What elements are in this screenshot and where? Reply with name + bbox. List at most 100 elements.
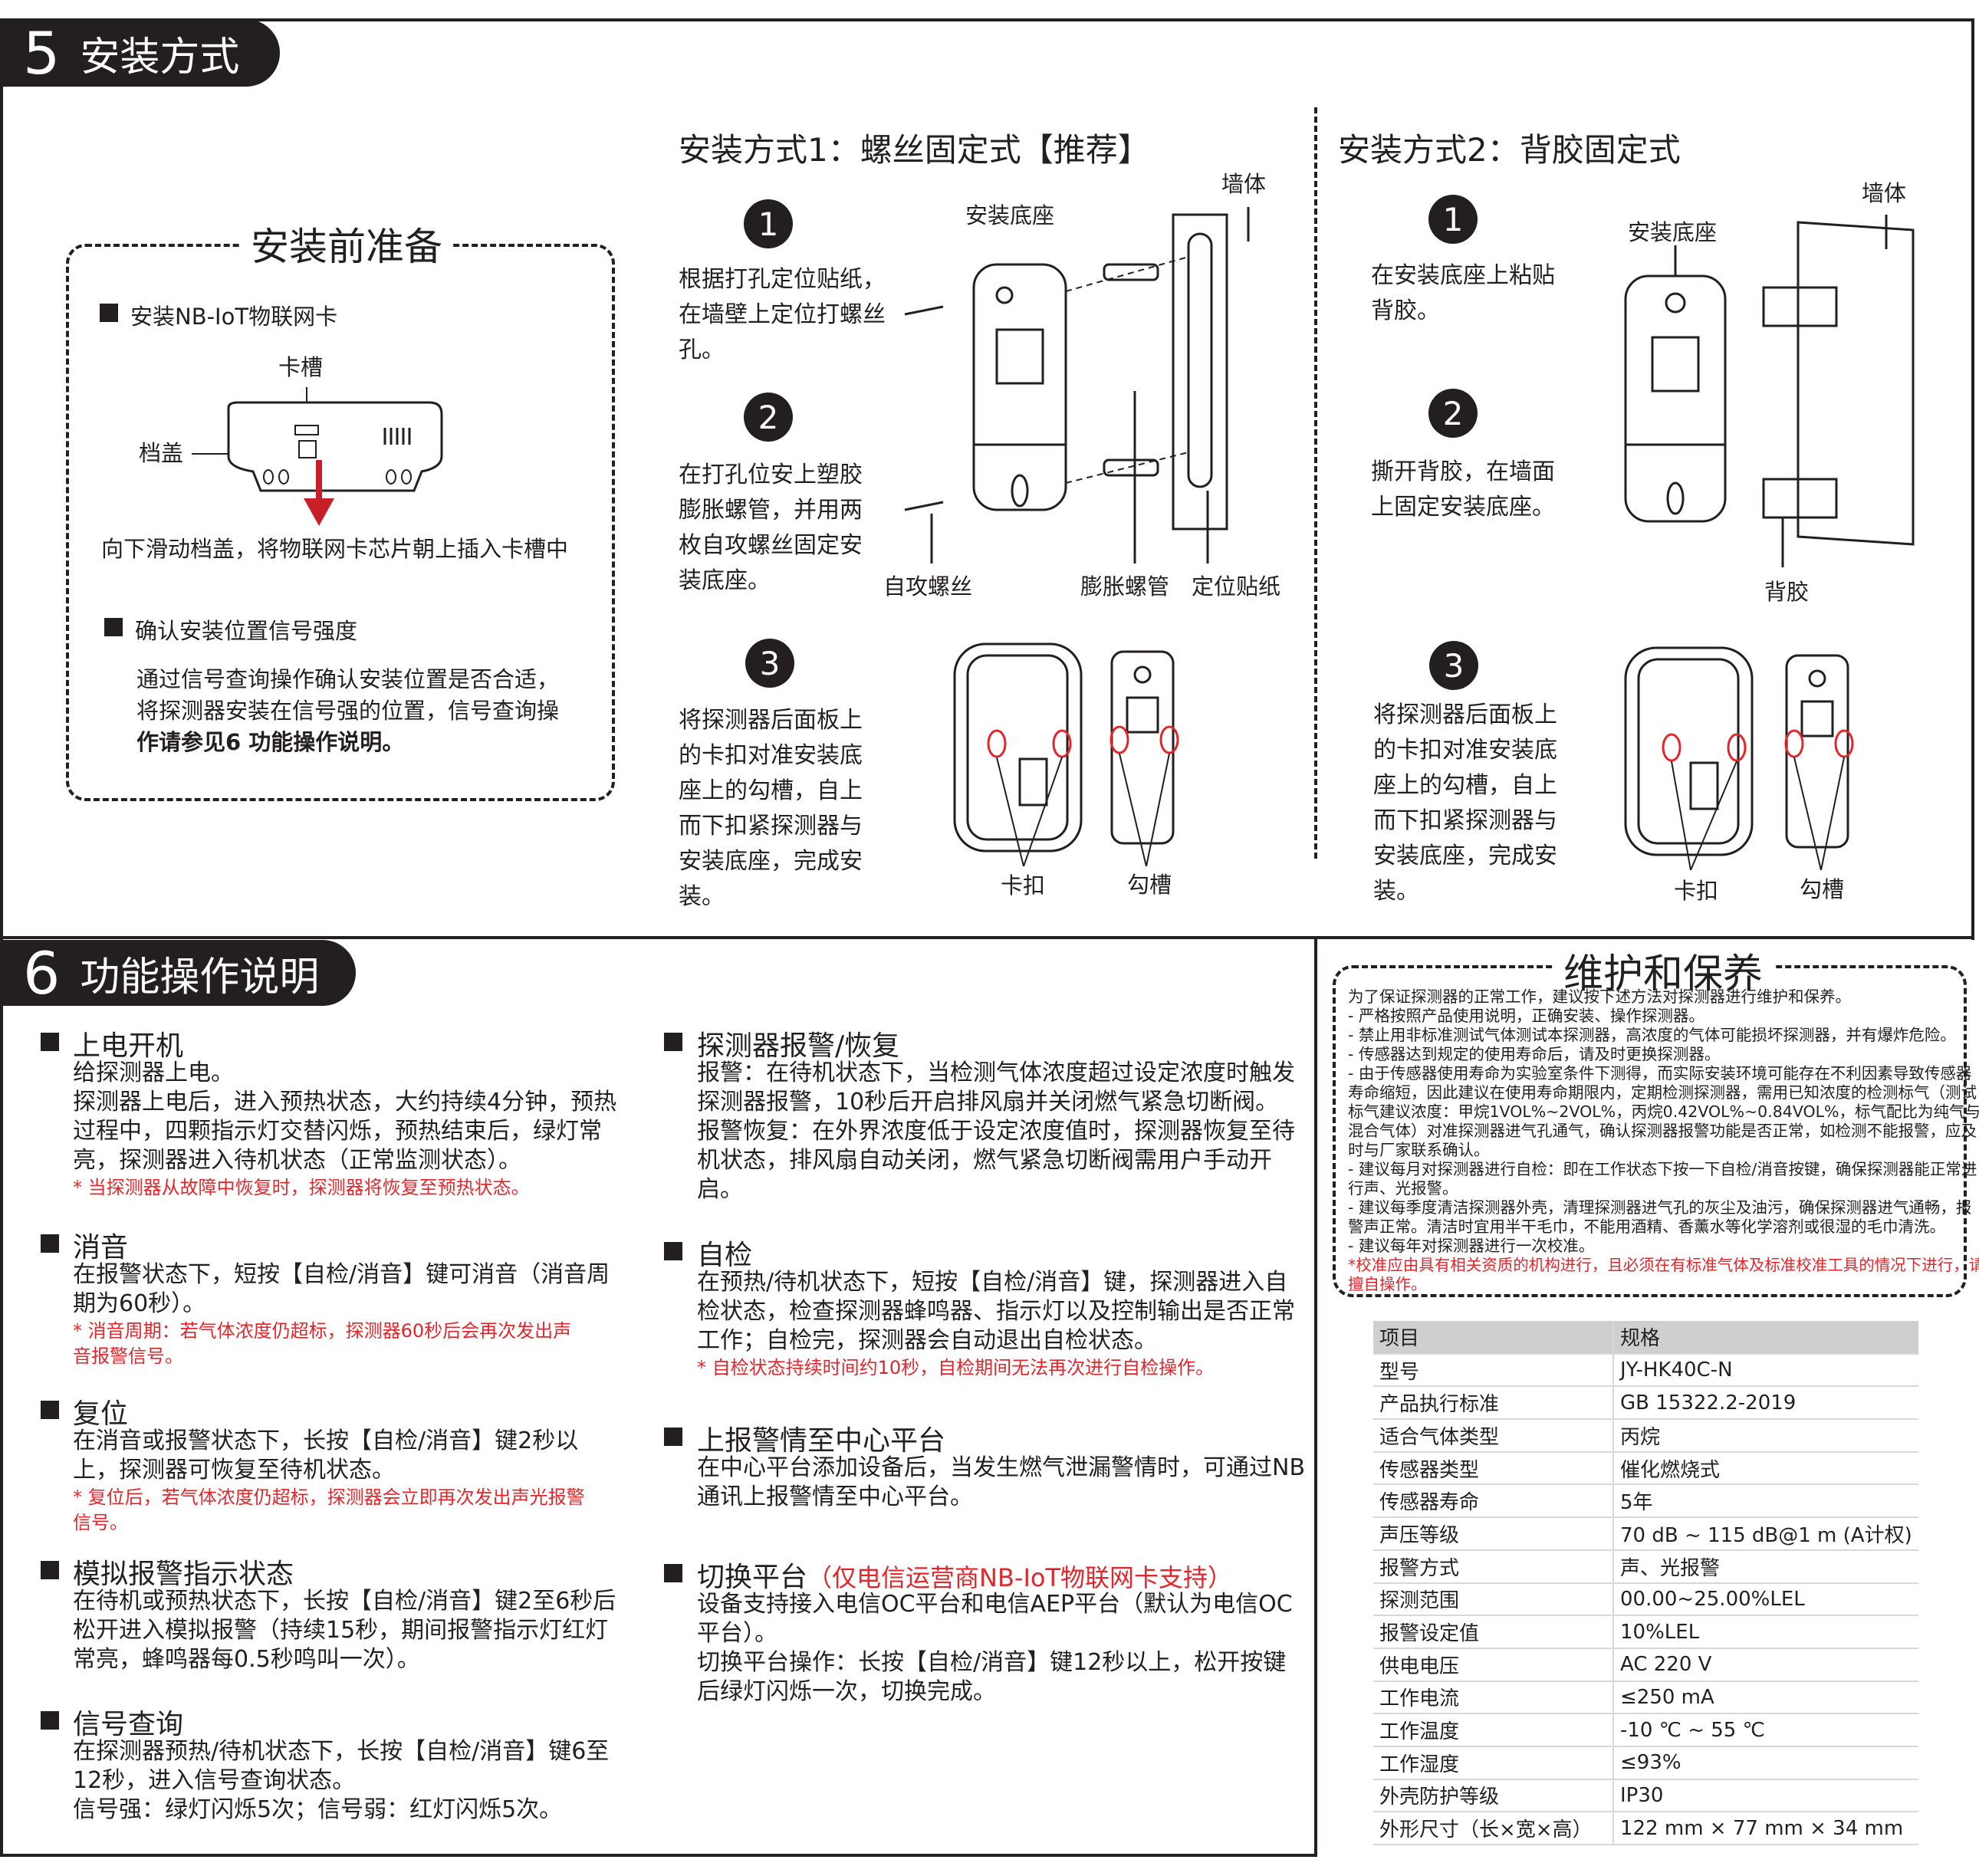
text-line: 平台）。 xyxy=(697,1620,777,1647)
text-line: 安装底座，完成安 xyxy=(679,848,863,875)
step-number-badge: 3 xyxy=(745,639,794,688)
text-line: 而下扣紧探测器与 xyxy=(1373,807,1557,834)
text-line: 座上的勾槽，自上 xyxy=(679,777,863,804)
text-line: 在墙壁上定位打螺丝 xyxy=(679,301,886,328)
feature-description: 在报警状态下，短按【自检/消音】键可消音（消音周期为60秒）。* 消音周期：若气… xyxy=(73,1260,610,1369)
text-line: 报警：在待机状态下，当检测气体浓度超过设定浓度时触发 xyxy=(697,1060,1295,1086)
label-hook: 勾槽 xyxy=(1127,872,1172,898)
feature-heading: 信号查询 xyxy=(73,1702,183,1742)
spec-value: 声、光报警 xyxy=(1613,1549,1918,1584)
text-line: 期为60秒）。 xyxy=(73,1290,206,1317)
spec-name: 声压等级 xyxy=(1373,1517,1614,1551)
bullet-icon xyxy=(664,1564,682,1582)
text-line: 启。 xyxy=(697,1176,743,1203)
text-line: 在预热/待机状态下，短按【自检/消音】键，探测器进入自 xyxy=(697,1269,1288,1296)
table-header-row: 项目规格 xyxy=(1373,1321,1918,1355)
maintenance-line: - 严格按照产品使用说明，正确安装、操作探测器。 xyxy=(1348,1007,1705,1025)
maintenance-line: - 建议每季度清洁探测器外壳，清理探测器进气孔的灰尘及油污，确保探测器进气通畅，… xyxy=(1348,1198,1972,1217)
text-line: 过程中，四颗指示灯交替闪烁，预热结束后，绿灯常 xyxy=(73,1118,602,1145)
spec-value: JY-HK40C-N xyxy=(1613,1353,1918,1388)
adhesive-mount-illustration xyxy=(1624,215,1915,567)
maintenance-line: 寿命缩短，因此建议在使用寿命期限内，定期检测探测器，需用已知浓度的检测标气（测试 xyxy=(1348,1083,1977,1102)
text-line: 检状态，检查探测器蜂鸣器、指示灯以及控制输出是否正常 xyxy=(697,1298,1295,1325)
text-line: 松开进入模拟报警（持续15秒，期间报警指示灯红灯 xyxy=(73,1617,609,1644)
feature-title: 模拟报警指示状态 xyxy=(73,1559,294,1590)
text-line: 作请参见6 功能操作说明。 xyxy=(136,729,405,755)
spec-value: 10%LEL xyxy=(1613,1615,1918,1649)
table-row: 工作温度-10 ℃ ~ 55 ℃ xyxy=(1373,1713,1918,1747)
feature-heading: 模拟报警指示状态 xyxy=(73,1552,294,1592)
maintenance-line: 警声正常。清洁时宜用半干毛巾，不能用酒精、香薰水等化学溶剂或很湿的毛巾清洗。 xyxy=(1348,1217,1945,1236)
spec-value: 5年 xyxy=(1613,1484,1918,1519)
feature-heading: 探测器报警/恢复 xyxy=(697,1023,899,1063)
header-cell: 项目 xyxy=(1373,1321,1614,1355)
maintenance-line: 时与厂家联系确认。 xyxy=(1348,1141,1490,1159)
bullet-icon xyxy=(104,618,123,636)
spec-name: 工作温度 xyxy=(1373,1713,1614,1747)
table-row: 传感器类型催化燃烧式 xyxy=(1373,1451,1918,1486)
text-line: 上固定安装底座。 xyxy=(1371,494,1555,521)
cover-label: 档盖 xyxy=(139,440,184,466)
text-line: 孔。 xyxy=(679,337,725,363)
note-line: 音报警信号。 xyxy=(73,1345,183,1367)
text-line: 根据打孔定位贴纸， xyxy=(679,266,886,293)
spec-name: 外形尺寸（长×宽×高） xyxy=(1373,1812,1614,1845)
label-sticker: 定位贴纸 xyxy=(1192,573,1281,600)
note-line: * 自检状态持续时间约10秒，自检期间无法再次进行自检操作。 xyxy=(697,1357,1215,1378)
text-line: 的卡扣对准安装底 xyxy=(1373,737,1557,764)
maintenance-line: - 建议每月对探测器进行自检：即在工作状态下按一下自检/消音按键，确保探测器能正… xyxy=(1348,1160,1977,1178)
text-line: 上，探测器可恢复至待机状态。 xyxy=(73,1457,395,1483)
spec-name: 工作电流 xyxy=(1373,1681,1614,1715)
prep-title: 安装前准备 xyxy=(242,216,452,271)
text-line: 枚自攻螺丝固定安 xyxy=(679,532,863,559)
feature-description: 给探测器上电。探测器上电后，进入预热状态，大约持续4分钟，预热过程中，四颗指示灯… xyxy=(73,1059,616,1201)
feature-description: 在待机或预热状态下，长按【自检/消音】键2至6秒后松开进入模拟报警（持续15秒，… xyxy=(73,1587,616,1674)
spec-value: ≤93% xyxy=(1613,1746,1918,1780)
spec-value: 催化燃烧式 xyxy=(1613,1451,1918,1486)
section-number: 6 xyxy=(23,938,61,1007)
text-line: 信号强：绿灯闪烁5次；信号弱：红灯闪烁5次。 xyxy=(73,1796,563,1823)
spec-value: GB 15322.2-2019 xyxy=(1613,1386,1918,1421)
text-line: 在报警状态下，短按【自检/消音】键可消音（消音周 xyxy=(73,1261,610,1288)
step-text: 在打孔位安上塑胶膨胀螺管，并用两枚自攻螺丝固定安装底座。 xyxy=(679,458,863,599)
detector-clip-illustration xyxy=(1624,646,1854,870)
spec-name: 外壳防护等级 xyxy=(1373,1779,1614,1813)
top-border xyxy=(0,18,1974,21)
section-divider xyxy=(0,936,1974,939)
bullet-icon xyxy=(664,1428,682,1446)
text-line: 膨胀螺管，并用两 xyxy=(679,497,863,524)
maintenance-line: 为了保证探测器的正常工作，建议按下述方法对探测器进行维护和保养。 xyxy=(1348,987,1851,1006)
prep-item-1: 安装NB-IoT物联网卡 xyxy=(130,304,338,330)
column-divider xyxy=(1314,936,1317,1857)
feature-title: 切换平台 xyxy=(697,1562,808,1593)
text-line: 将探测器安装在信号强的位置，信号查询操 xyxy=(136,698,560,724)
label-hook: 勾槽 xyxy=(1800,876,1845,902)
feature-description: 在消音或报警状态下，长按【自检/消音】键2秒以上，探测器可恢复至待机状态。* 复… xyxy=(73,1427,585,1536)
text-line: 座上的勾槽，自上 xyxy=(1373,772,1557,799)
label-clip: 卡扣 xyxy=(1674,878,1719,904)
step-text: 在安装底座上粘贴背胶。 xyxy=(1371,258,1555,329)
text-line: 后绿灯闪烁一次，切换完成。 xyxy=(697,1678,996,1705)
section-6-header: 6 功能操作说明 xyxy=(0,938,356,1007)
feature-title: 自检 xyxy=(697,1240,753,1271)
maintenance-line: - 由于传感器使用寿命为实验室条件下测得，而实际安装环境可能存在不利因素导致传感… xyxy=(1348,1064,1972,1083)
maintenance-line: 行声、光报警。 xyxy=(1348,1179,1458,1198)
spec-value: 122 mm × 77 mm × 34 mm xyxy=(1613,1812,1918,1845)
text-line: 切换平台操作：长按【自检/消音】键12秒以上，松开按键 xyxy=(697,1649,1287,1676)
text-line: 报警恢复：在外界浓度低于设定浓度值时，探测器恢复至待 xyxy=(697,1118,1295,1145)
note-line: * 复位后，若气体浓度仍超标，探测器会立即再次发出声光报警 xyxy=(73,1487,585,1508)
feature-heading: 消音 xyxy=(73,1225,128,1265)
text-line: 装底座。 xyxy=(679,567,771,594)
section-title: 功能操作说明 xyxy=(80,954,320,1000)
feature-title: 上电开机 xyxy=(73,1030,184,1062)
table-row: 外形尺寸（长×宽×高）122 mm × 77 mm × 34 mm xyxy=(1373,1812,1918,1845)
feature-title-note: （仅电信运营商NB-IoT物联网卡支持） xyxy=(807,1563,1233,1592)
maintenance-line: - 禁止用非标准测试气体测试本探测器，高浓度的气体可能损坏探测器，并有爆炸危险。 xyxy=(1348,1026,1956,1044)
text-line: 在探测器预热/待机状态下，长按【自检/消音】键6至 xyxy=(73,1738,610,1765)
